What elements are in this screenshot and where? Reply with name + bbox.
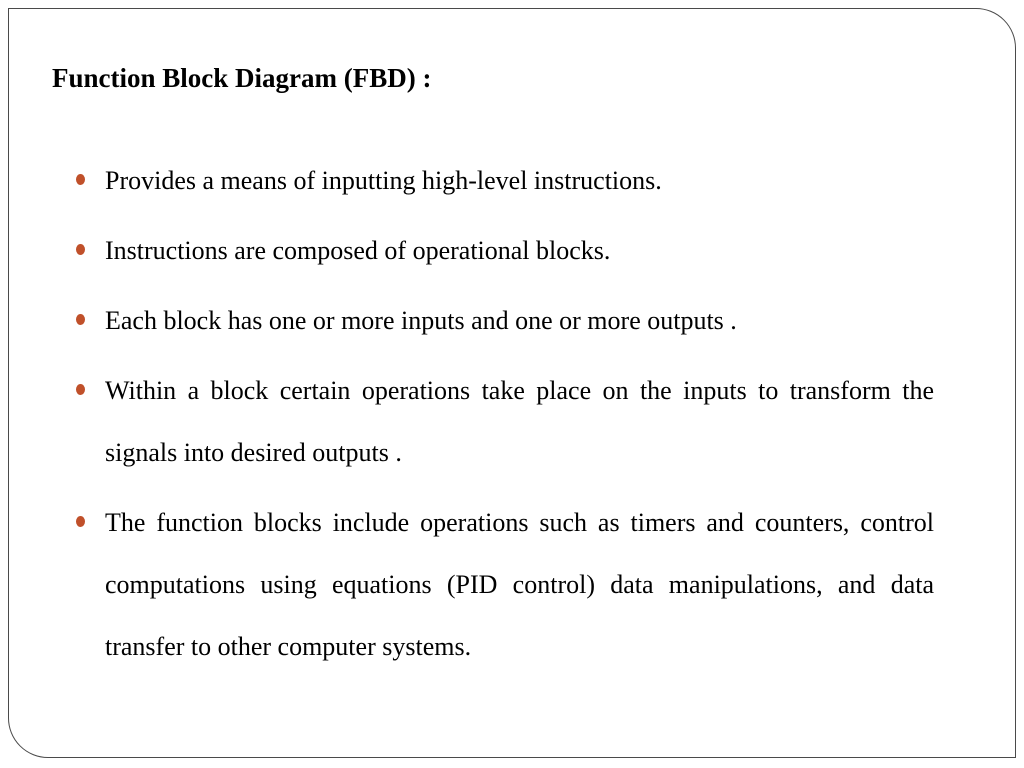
bullet-text: Each block has one or more inputs and on… xyxy=(105,306,737,335)
bullet-text: Instructions are composed of operational… xyxy=(105,236,611,265)
bullet-text: Provides a means of inputting high-level… xyxy=(105,166,662,195)
bullet-dot-icon xyxy=(76,516,85,527)
slide-border-frame xyxy=(8,8,1016,758)
bullet-item: The function blocks include operations s… xyxy=(76,492,934,678)
bullet-dot-icon xyxy=(76,244,85,255)
bullet-text: Within a block certain operations take p… xyxy=(105,376,934,467)
bullet-item: Within a block certain operations take p… xyxy=(76,360,934,484)
bullet-text: The function blocks include operations s… xyxy=(105,508,934,661)
bullet-dot-icon xyxy=(76,314,85,325)
bullet-list: Provides a means of inputting high-level… xyxy=(76,150,934,686)
bullet-item: Each block has one or more inputs and on… xyxy=(76,290,934,352)
bullet-dot-icon xyxy=(76,384,85,395)
bullet-dot-icon xyxy=(76,174,85,185)
bullet-item: Instructions are composed of operational… xyxy=(76,220,934,282)
slide-title: Function Block Diagram (FBD) : xyxy=(52,63,432,93)
bullet-item: Provides a means of inputting high-level… xyxy=(76,150,934,212)
